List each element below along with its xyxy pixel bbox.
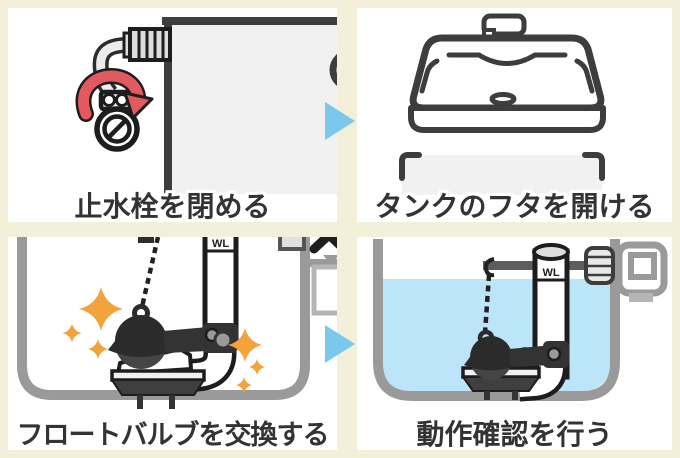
step-caption: 動作確認を行う xyxy=(416,418,613,450)
water-level-label: WL xyxy=(212,238,229,250)
float-valve-illustration: WL xyxy=(17,237,337,409)
shutoff-valve-illustration xyxy=(75,17,337,198)
step-panel-3: WL xyxy=(8,237,337,450)
water-level-label: WL xyxy=(542,267,559,279)
rotate-clockwise-arrow-icon xyxy=(75,67,154,122)
step-panel-4: WL 動作確認を行う xyxy=(357,237,672,450)
step-caption: 止水栓を閉める xyxy=(74,190,271,222)
next-step-arrow-icon xyxy=(325,325,355,363)
operation-check-illustration: WL xyxy=(373,239,668,402)
next-step-arrow-icon xyxy=(325,102,355,140)
step-caption: タンクのフタを開ける xyxy=(374,190,655,222)
step-panel-1: 止水栓を閉める xyxy=(8,8,337,222)
tank-lid-illustration xyxy=(399,13,606,195)
step-caption: フロートバルブを交換する xyxy=(16,419,330,450)
step-panel-2: タンクのフタを開ける xyxy=(357,8,672,222)
